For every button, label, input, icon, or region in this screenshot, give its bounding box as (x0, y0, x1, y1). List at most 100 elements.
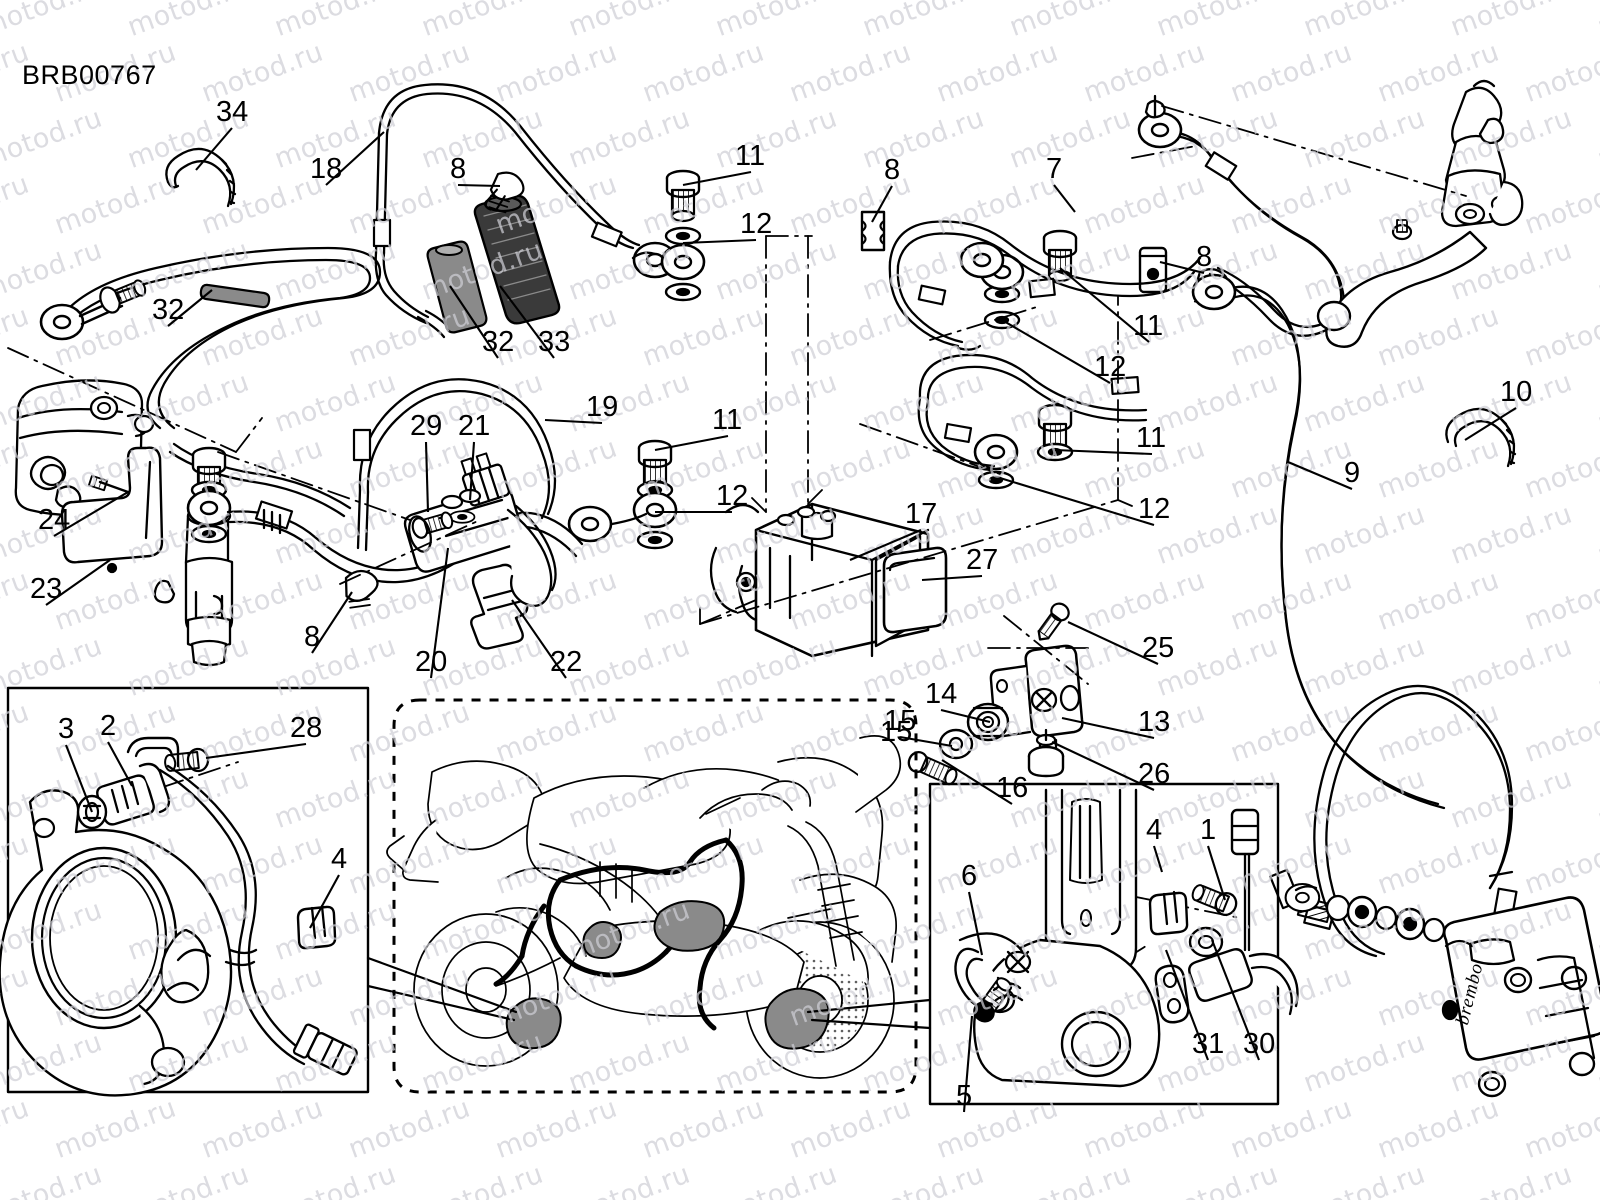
part-8-clip-a (484, 171, 525, 214)
callout-number-4: 4 (331, 843, 348, 875)
callout-number-8: 8 (304, 621, 321, 653)
part-26-grommet (1027, 728, 1065, 778)
callout-number-25: 25 (1142, 632, 1175, 664)
leader-line-28 (205, 742, 307, 760)
leader-line-3 (65, 744, 93, 813)
callout-number-1: 1 (1200, 814, 1217, 846)
leader-line-6 (967, 891, 984, 956)
part-16-screw (907, 751, 958, 786)
callout-number-10: 10 (1500, 376, 1533, 408)
callout-number-17: 17 (905, 498, 938, 530)
callout-number-34: 34 (216, 96, 249, 128)
callout-number-11: 11 (1136, 422, 1167, 454)
leader-line-2 (107, 741, 133, 787)
part-28-screw (164, 747, 210, 773)
leader-line-8 (1159, 260, 1205, 275)
part-19-line (352, 378, 557, 552)
leader-line-12 (1001, 319, 1111, 384)
callout-number-12: 12 (1094, 351, 1127, 383)
callout-number-4: 4 (1146, 814, 1163, 846)
callout-number-8: 8 (1196, 241, 1213, 273)
callout-number-11: 11 (1133, 310, 1164, 342)
callout-number-6: 6 (961, 860, 978, 892)
callout-number-11: 11 (735, 140, 766, 172)
callout-number-13: 13 (1138, 706, 1171, 738)
leader-line-9 (1287, 461, 1353, 490)
part-4-cable-clip-left (296, 904, 337, 950)
leader-line-8 (457, 183, 501, 188)
callout-number-12: 12 (716, 480, 749, 512)
leader-line-11 (1054, 448, 1153, 456)
callout-number-7: 7 (1046, 153, 1063, 185)
callout-number-5: 5 (956, 1080, 973, 1112)
highlighted-components (505, 900, 830, 1050)
leader-line-4 (309, 874, 340, 929)
leader-line-1 (1206, 845, 1227, 901)
leader-line-11 (654, 434, 729, 452)
callout-number-3: 3 (58, 713, 75, 745)
part-23-bracket (60, 446, 164, 574)
leader-line-33 (499, 285, 555, 359)
leader-line-18 (325, 131, 385, 186)
callout-number-30: 30 (1243, 1028, 1276, 1060)
part-32-sleeve-left (199, 283, 271, 309)
leader-line-8 (311, 591, 353, 654)
part-5-screw (973, 977, 1013, 1023)
rear-sensor-inset-panel (0, 686, 370, 1097)
leader-line-13 (1061, 716, 1155, 740)
callout-number-20: 20 (415, 646, 448, 678)
callout-number-12: 12 (740, 208, 773, 240)
callout-number-32: 32 (152, 294, 185, 326)
part-27-cover (882, 546, 948, 634)
callout-number-31: 31 (1192, 1028, 1225, 1060)
leader-line-14 (940, 708, 991, 724)
leader-line-7 (1053, 184, 1076, 213)
front-sensor-inset-panel (928, 782, 1299, 1106)
leader-line-10 (1464, 407, 1517, 441)
leader-line-22 (511, 599, 567, 679)
part-29-bleed-screw (411, 511, 454, 539)
callout-number-15: 15 (884, 705, 917, 737)
motorcycle-overview (366, 698, 932, 1094)
rear-brake-caliper (14, 379, 155, 517)
part-30-screw (1191, 884, 1238, 917)
callout-number-27: 27 (966, 544, 999, 576)
leader-line-32 (449, 285, 499, 359)
leader-line-24 (53, 491, 129, 537)
callout-number-8: 8 (884, 154, 901, 186)
callout-number-24: 24 (38, 504, 71, 536)
part-18-rear-brake-line (372, 83, 678, 339)
part-25-screw (1037, 602, 1070, 641)
callout-number-28: 28 (290, 712, 323, 744)
part-1-front-speed-sensor (1188, 808, 1299, 1016)
leader-line-27 (921, 574, 983, 582)
assembly-reference-lines (7, 105, 1467, 1001)
part-34-sleeve (165, 147, 237, 208)
part-7-front-line (888, 220, 1202, 351)
leader-line-11 (1059, 267, 1150, 343)
leader-line-26 (1051, 741, 1155, 791)
leader-line-17 (849, 529, 922, 561)
callout-number-32: 32 (482, 326, 515, 358)
callout-number-15: 15 (880, 716, 913, 748)
callout-number-16: 16 (996, 772, 1029, 804)
leader-line-16 (941, 759, 1013, 805)
leader-line-21 (468, 441, 476, 501)
callout-number-14: 14 (925, 678, 958, 710)
leader-line-5 (962, 1015, 974, 1113)
leader-line-34 (195, 127, 233, 171)
callout-number-33: 33 (538, 326, 571, 358)
leader-line-23 (45, 559, 111, 606)
front-line-loop-upper (1137, 94, 1345, 337)
leader-line-31 (1165, 949, 1209, 1061)
leader-line-30 (1211, 939, 1260, 1061)
part-10-sleeve (1445, 407, 1517, 468)
leader-line-12 (682, 238, 757, 245)
rear-sensor-cable (158, 764, 358, 1076)
callout-number-8: 8 (450, 153, 467, 185)
front-brake-lever (1316, 219, 1488, 348)
